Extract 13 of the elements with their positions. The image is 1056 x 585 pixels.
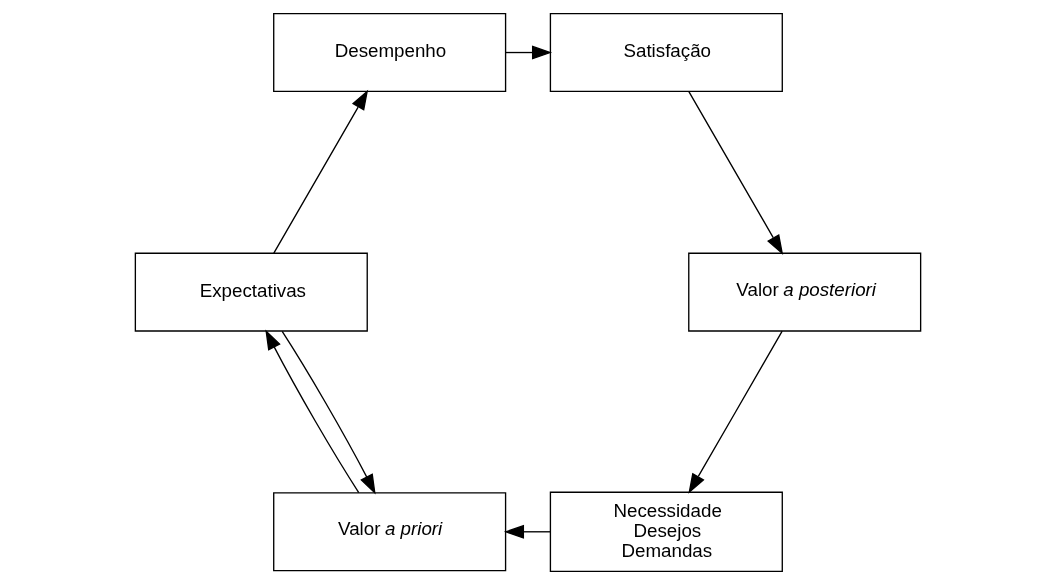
node-box: Expectativas (134, 252, 368, 332)
node-box: Valor a priori (273, 492, 507, 572)
arrow (503, 524, 551, 539)
node-box: Necessidade Desejos Demandas (549, 491, 783, 572)
arrow (265, 329, 360, 494)
arrow (281, 330, 376, 495)
node-box: Satisfação (549, 13, 783, 93)
node-box: Valor a posteriori (688, 252, 922, 332)
arrow (688, 330, 783, 494)
arrow (505, 45, 553, 60)
arrow (273, 89, 369, 254)
arrow (688, 90, 784, 255)
node-box: Desempenho (273, 13, 507, 93)
